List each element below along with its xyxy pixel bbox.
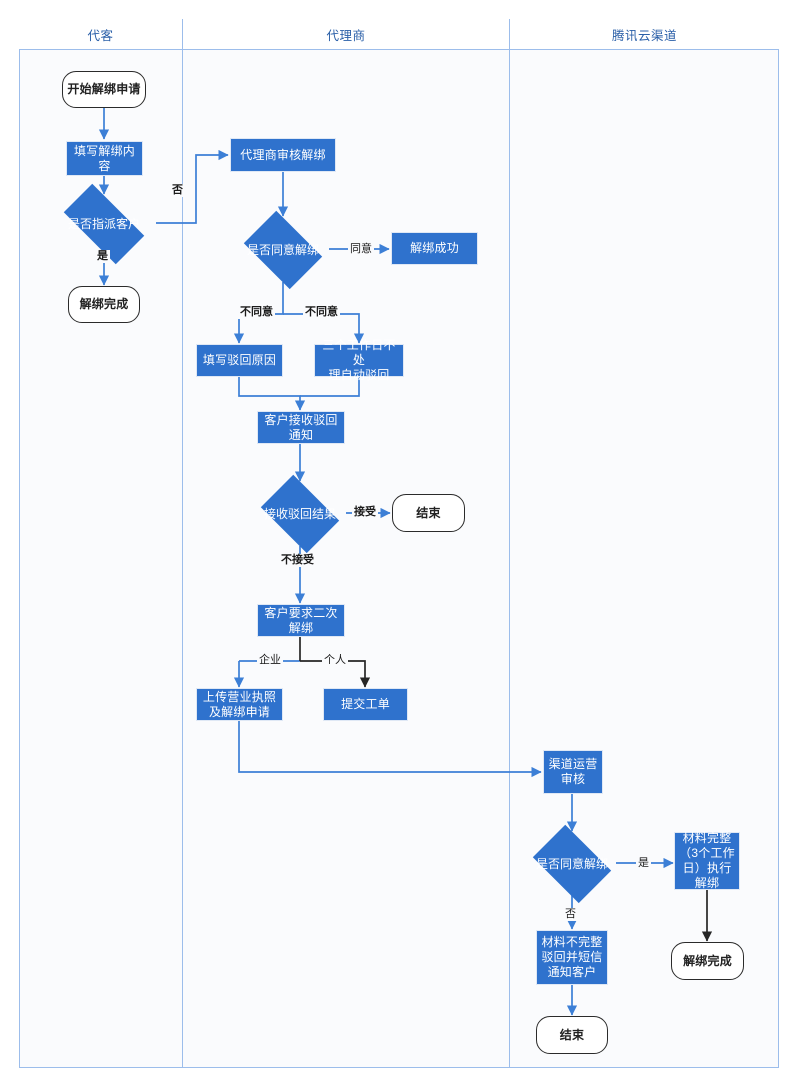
node-fill-reject-reason[interactable]: 填写驳回原因 <box>196 344 283 377</box>
lane-divider-1 <box>182 19 183 1068</box>
node-reject-result-label: 接收驳回结果 <box>263 506 337 521</box>
edge-label-enterprise: 企业 <box>257 654 283 667</box>
edge-label-disagree-2: 不同意 <box>303 306 340 319</box>
lane-divider-2 <box>509 19 510 1068</box>
node-unbind-complete-tencent[interactable]: 解绑完成 <box>671 942 744 980</box>
edge-label-accept: 接受 <box>352 506 378 519</box>
edge-label-personal: 个人 <box>322 654 348 667</box>
edge-label-agree: 同意 <box>348 243 374 256</box>
node-auto-reject-three-days[interactable]: 三个工作日不处理自动驳回 <box>314 338 404 382</box>
node-upload-license[interactable]: 上传营业执照及解绑申请 <box>196 688 283 721</box>
node-assign-customer-label: 是否指派客户 <box>67 216 141 231</box>
lane-title-tencent: 腾讯云渠道 <box>611 29 677 43</box>
node-material-complete-execute-unbind-label: 材料完整（3个工作日）执行解绑 <box>679 831 735 890</box>
node-fill-reject-reason-label: 填写驳回原因 <box>202 353 277 367</box>
node-agree-unbind-label: 是否同意解绑 <box>246 242 320 257</box>
node-assign-customer-decision[interactable]: 是否指派客户 <box>52 183 156 264</box>
node-unbind-success-label: 解绑成功 <box>410 241 459 255</box>
edge-label-yes-assign: 是 <box>95 250 110 263</box>
node-customer-receive-reject-notice-label: 客户接收驳回通知 <box>264 412 338 442</box>
swimlane-header-row <box>19 19 779 50</box>
edge-label-no-2: 否 <box>563 908 578 921</box>
node-unbind-complete-tencent-label: 解绑完成 <box>683 953 732 968</box>
node-agent-review-unbind[interactable]: 代理商审核解绑 <box>230 138 336 172</box>
node-auto-reject-three-days-label: 三个工作日不处理自动驳回 <box>322 338 396 382</box>
node-agree-unbind-decision-2[interactable]: 是否同意解绑 <box>526 824 618 903</box>
node-start-label: 开始解绑申请 <box>67 82 141 96</box>
node-unbind-complete-customer-label: 解绑完成 <box>79 297 129 311</box>
node-reject-result-decision[interactable]: 接收驳回结果 <box>254 474 346 553</box>
node-customer-second-unbind-request[interactable]: 客户要求二次解绑 <box>257 604 345 637</box>
edge-label-not-accept: 不接受 <box>279 554 316 567</box>
node-unbind-complete-customer[interactable]: 解绑完成 <box>68 286 140 323</box>
node-submit-ticket-label: 提交工单 <box>341 697 390 711</box>
node-agent-review-unbind-label: 代理商审核解绑 <box>240 147 326 162</box>
node-fill-unbind-content-label: 填写解绑内容 <box>73 143 135 173</box>
edge-label-yes-2: 是 <box>636 857 651 870</box>
node-material-incomplete-reject-label: 材料不完整驳回并短信通知客户 <box>541 935 603 979</box>
swimlane-frame <box>19 19 779 1068</box>
node-end-tencent[interactable]: 结束 <box>536 1016 608 1054</box>
node-fill-unbind-content[interactable]: 填写解绑内容 <box>66 141 143 176</box>
node-end-agent[interactable]: 结束 <box>392 494 465 532</box>
node-agree-unbind-2-label: 是否同意解绑 <box>535 856 609 871</box>
node-material-complete-execute-unbind[interactable]: 材料完整（3个工作日）执行解绑 <box>674 831 740 890</box>
node-unbind-success[interactable]: 解绑成功 <box>391 232 478 265</box>
node-material-incomplete-reject[interactable]: 材料不完整驳回并短信通知客户 <box>536 930 608 985</box>
node-channel-operation-review[interactable]: 渠道运营审核 <box>543 750 603 794</box>
node-submit-ticket[interactable]: 提交工单 <box>323 688 408 721</box>
node-start[interactable]: 开始解绑申请 <box>62 71 146 108</box>
edge-label-disagree-1: 不同意 <box>238 306 275 319</box>
node-customer-second-unbind-request-label: 客户要求二次解绑 <box>264 605 338 635</box>
node-upload-license-label: 上传营业执照及解绑申请 <box>202 689 277 719</box>
node-end-tencent-label: 结束 <box>559 1027 585 1042</box>
node-channel-operation-review-label: 渠道运营审核 <box>548 757 598 786</box>
node-agree-unbind-decision[interactable]: 是否同意解绑 <box>237 210 329 289</box>
edge-label-no-assign: 否 <box>170 184 185 197</box>
node-end-agent-label: 结束 <box>416 505 441 520</box>
node-customer-receive-reject-notice[interactable]: 客户接收驳回通知 <box>257 411 345 444</box>
lane-title-agent: 代理商 <box>326 29 366 43</box>
lane-title-customer: 代客 <box>87 29 114 43</box>
